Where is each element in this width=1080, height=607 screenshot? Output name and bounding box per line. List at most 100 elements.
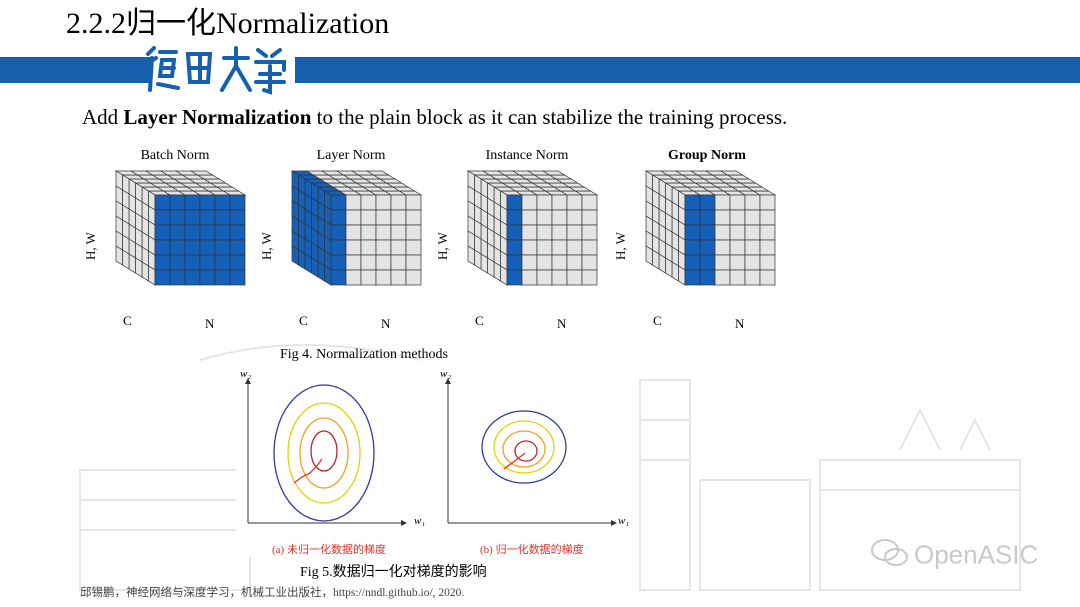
cube-front-cell bbox=[375, 239, 392, 256]
cube-front-cell bbox=[506, 194, 523, 211]
watermark: OpenASIC bbox=[870, 538, 1038, 575]
cube-front-cell bbox=[581, 239, 598, 256]
background-building-drawing bbox=[79, 344, 1021, 591]
panel-title-batch-norm: Batch Norm bbox=[140, 148, 210, 163]
cube-front-cell bbox=[566, 269, 583, 286]
fig5-xlabel-right: w₁ bbox=[618, 515, 630, 527]
cube-front-cell bbox=[214, 269, 231, 286]
fig5-xlabel-left: w₁ bbox=[414, 515, 426, 527]
cube-front-cell bbox=[375, 194, 392, 211]
cube-front-cell bbox=[390, 269, 407, 286]
axis-label-n: N bbox=[557, 316, 567, 331]
fig5-label-b: (b) 归一化数据的梯度 bbox=[480, 544, 584, 556]
cube-front-cell bbox=[536, 254, 553, 271]
cube-top-cell bbox=[365, 170, 390, 176]
cube-top-cell bbox=[719, 170, 744, 176]
cube-front-cell bbox=[566, 209, 583, 226]
cube-front-cell bbox=[154, 224, 171, 241]
cube-front-cell bbox=[390, 239, 407, 256]
wechat-icon bbox=[870, 538, 910, 575]
subtitle-bold: Layer Normalization bbox=[123, 105, 312, 129]
cube-front-cell bbox=[199, 194, 216, 211]
fig5-axes-left bbox=[245, 378, 407, 526]
cube-front-cell bbox=[744, 239, 761, 256]
cube-front-cell bbox=[521, 254, 538, 271]
cube-front-cell bbox=[375, 224, 392, 241]
cube-front-cell bbox=[759, 209, 776, 226]
cube-front-cell bbox=[551, 224, 568, 241]
cube-front-cell bbox=[684, 209, 701, 226]
cube-front-cell bbox=[729, 239, 746, 256]
cube-front-cell bbox=[405, 194, 422, 211]
cube-front-cell bbox=[506, 269, 523, 286]
cube-front-cell bbox=[405, 254, 422, 271]
panel-title-group-norm: Group Norm bbox=[668, 148, 746, 163]
cube-front-cell bbox=[184, 224, 201, 241]
cube-front-cell bbox=[199, 269, 216, 286]
cube-front-cell bbox=[405, 224, 422, 241]
cube-front-cell bbox=[330, 254, 347, 271]
panel-title-layer-norm: Layer Norm bbox=[316, 148, 386, 163]
cube-side-cell bbox=[645, 245, 653, 266]
cube-front-cell bbox=[536, 239, 553, 256]
cube-front-cell bbox=[360, 269, 377, 286]
fig5-label-a: (a) 未归一化数据的梯度 bbox=[272, 544, 386, 556]
cube-front-cell bbox=[390, 194, 407, 211]
cube-front-cell bbox=[184, 269, 201, 286]
cube-front-cell bbox=[154, 194, 171, 211]
cube-front-cell bbox=[684, 254, 701, 271]
cube-front-cell bbox=[360, 209, 377, 226]
cube-front-cell bbox=[390, 224, 407, 241]
subtitle-prefix: Add bbox=[82, 105, 124, 129]
cube-front-cell bbox=[375, 269, 392, 286]
fig5-figure bbox=[236, 365, 636, 557]
cube-front-cell bbox=[521, 209, 538, 226]
cube-front-cell bbox=[581, 254, 598, 271]
cube-front-cell bbox=[375, 209, 392, 226]
axis-label-n: N bbox=[735, 316, 745, 331]
cube-front-cell bbox=[729, 254, 746, 271]
cube-front-cell bbox=[684, 239, 701, 256]
fig5-axes-right bbox=[445, 378, 617, 526]
panel-title-instance-norm: Instance Norm bbox=[485, 148, 569, 163]
cube-front-cell bbox=[506, 254, 523, 271]
cube-front-cell bbox=[729, 269, 746, 286]
cube-front-cell bbox=[759, 239, 776, 256]
cube-front-cell bbox=[229, 239, 246, 256]
cube-front-cell bbox=[684, 269, 701, 286]
cube-front-cell bbox=[154, 239, 171, 256]
cube-front-cell bbox=[199, 239, 216, 256]
cube-side-cell bbox=[291, 245, 299, 266]
cube-front-cell bbox=[184, 239, 201, 256]
cube-side-cell bbox=[467, 245, 475, 266]
cube-front-cell bbox=[521, 239, 538, 256]
cube-front-cell bbox=[714, 239, 731, 256]
cube-front-cell bbox=[551, 269, 568, 286]
cube-front-cell bbox=[169, 224, 186, 241]
fudan-logo-icon bbox=[144, 46, 286, 95]
header-band-right bbox=[295, 57, 1080, 83]
cube-front-cell bbox=[714, 224, 731, 241]
cube-side-cell bbox=[115, 245, 123, 266]
cube-front-cell bbox=[360, 239, 377, 256]
cube-front-cell bbox=[360, 194, 377, 211]
cube-front-cell bbox=[729, 209, 746, 226]
cube-front-cell bbox=[330, 239, 347, 256]
header-band-left bbox=[0, 57, 152, 83]
cube-front-cell bbox=[566, 194, 583, 211]
cube-front-cell bbox=[759, 224, 776, 241]
axis-label-hw: H, W bbox=[83, 231, 98, 260]
cube-front-cell bbox=[536, 209, 553, 226]
cube-front-cell bbox=[551, 194, 568, 211]
axis-label-c: C bbox=[123, 313, 132, 328]
cube-front-cell bbox=[184, 209, 201, 226]
subtitle-suffix: to the plain block as it can stabilize t… bbox=[311, 105, 788, 129]
cube-front-cell bbox=[714, 209, 731, 226]
axis-label-hw: H, W bbox=[259, 231, 274, 260]
cube-front-cell bbox=[405, 239, 422, 256]
cube-front-cell bbox=[714, 269, 731, 286]
cube-front-cell bbox=[229, 209, 246, 226]
cube-front-cell bbox=[759, 269, 776, 286]
cube-front-cell bbox=[345, 209, 362, 226]
